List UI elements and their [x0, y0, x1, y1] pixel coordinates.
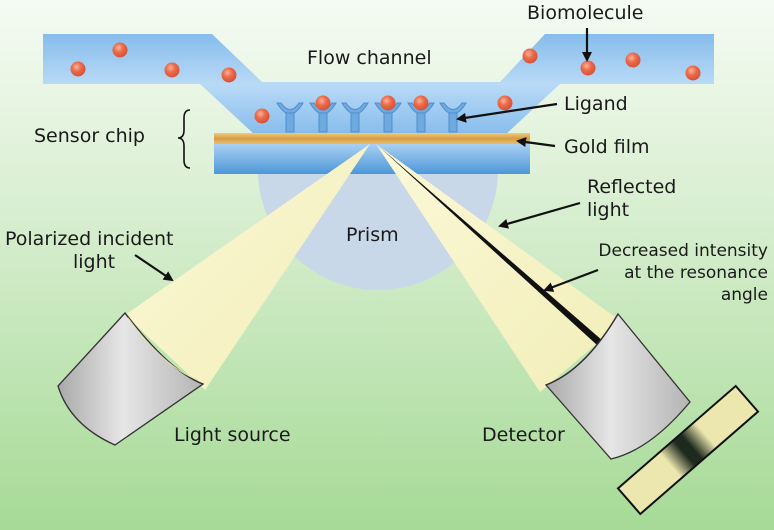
- label-decreased-intensity-3: angle: [720, 285, 768, 305]
- label-flow-channel: Flow channel: [307, 47, 432, 69]
- label-biomolecule: Biomolecule: [527, 2, 644, 24]
- label-detector: Detector: [482, 424, 565, 446]
- detector: [544, 312, 691, 460]
- label-sensor-chip: Sensor chip: [34, 125, 145, 147]
- biomolecule: [221, 67, 237, 83]
- label-polarized-light-2: light: [73, 251, 116, 273]
- flow-channel: [43, 34, 714, 135]
- label-reflected-light-2: light: [587, 199, 630, 221]
- label-decreased-intensity-1: Decreased intensity: [598, 241, 768, 261]
- sensor-chip-glass: [214, 144, 530, 174]
- biomolecules: [70, 42, 701, 124]
- label-light-source: Light source: [174, 424, 291, 446]
- detector-strip: [616, 384, 760, 516]
- label-gold-film: Gold film: [564, 136, 650, 158]
- incident-light-arrow: [134, 254, 174, 282]
- biomolecule: [625, 52, 641, 68]
- biomolecule: [112, 42, 128, 58]
- reflected-beam: [376, 144, 622, 392]
- biomolecule-bound: [380, 95, 396, 111]
- incident-beam: [125, 144, 370, 390]
- gold-film: [214, 133, 530, 144]
- biomolecule: [254, 108, 270, 124]
- reflected-light-arrow: [498, 201, 581, 229]
- biomolecule: [164, 62, 180, 78]
- label-reflected-light-1: Reflected: [587, 176, 677, 198]
- resonance-arrow: [543, 268, 599, 292]
- ligand: [341, 102, 369, 133]
- label-polarized-light-1: Polarized incident: [5, 228, 174, 250]
- label-decreased-intensity-2: at the resonance: [624, 263, 768, 283]
- biomolecule: [580, 60, 596, 76]
- sensor-chip-brace: [177, 109, 191, 169]
- biomolecule-bound: [315, 95, 331, 111]
- label-ligand: Ligand: [564, 93, 628, 115]
- biomolecule: [685, 65, 701, 81]
- ligand: [276, 102, 304, 133]
- gold-film-arrow: [516, 137, 556, 148]
- biomolecule-bound: [413, 95, 429, 111]
- biomolecule: [70, 61, 86, 77]
- resonance-dark-line: [376, 144, 603, 345]
- label-prism: Prism: [346, 224, 399, 246]
- light-source: [57, 311, 205, 446]
- biomolecule: [522, 48, 538, 64]
- biomolecule: [497, 95, 513, 111]
- ligand-arrow: [456, 102, 558, 123]
